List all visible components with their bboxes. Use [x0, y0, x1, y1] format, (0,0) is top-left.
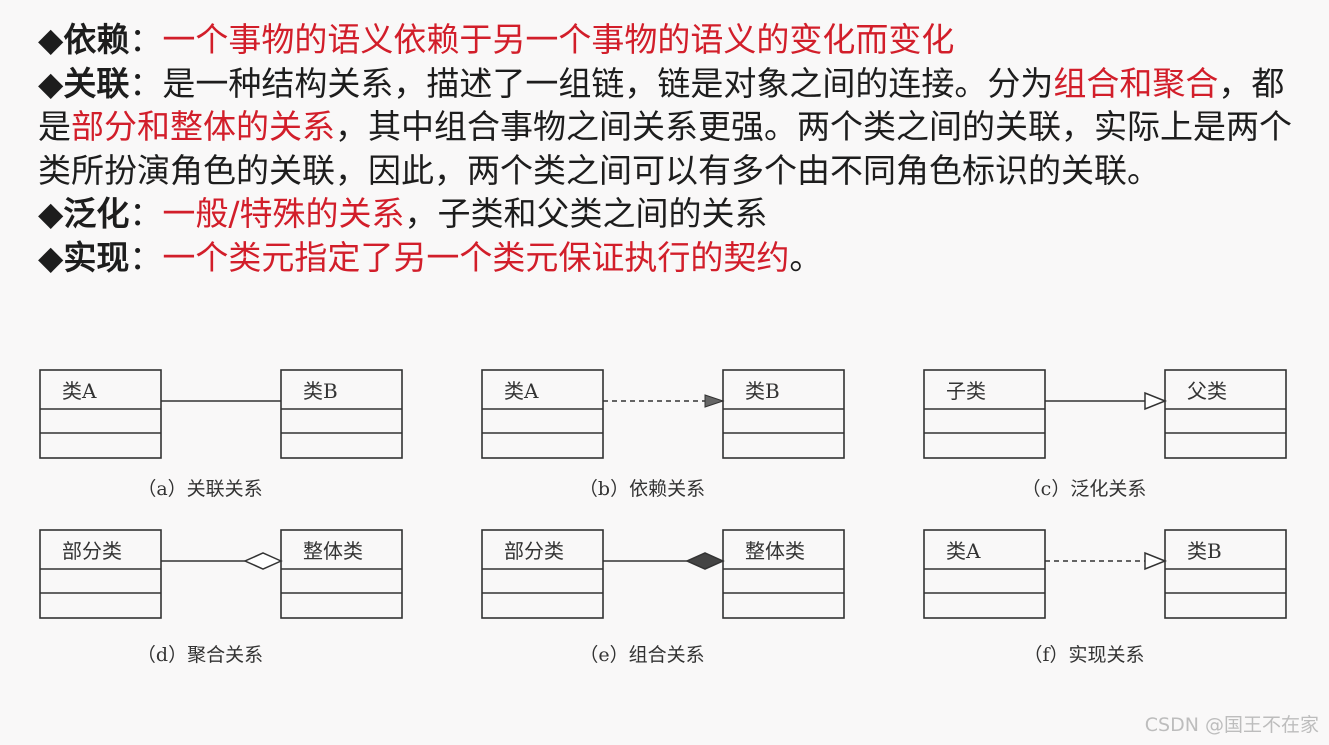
hollow-diamond-icon: [243, 552, 283, 570]
hollow-triangle-icon: [1144, 391, 1168, 411]
class-box-outline: [1164, 369, 1287, 459]
diamond-bullet-icon: ◆: [38, 237, 64, 277]
association-text-1: 是一种结构关系，描述了一组链，链是对象之间的连接。分为: [162, 63, 1054, 103]
class-name-label: 部分类: [504, 539, 564, 563]
class-box-left: 类A: [39, 369, 162, 459]
diagram-caption: （d）聚合关系: [137, 644, 263, 666]
dependency-paragraph: ◆依赖：一个事物的语义依赖于另一个事物的语义的变化而变化: [38, 18, 1298, 62]
generalization-paragraph: ◆泛化：一般/特殊的关系，子类和父类之间的关系: [38, 192, 1298, 236]
association-highlight-1: 组合和聚合: [1053, 63, 1219, 103]
diagram-caption: （f）实现关系: [1023, 644, 1144, 666]
class-name-label: 整体类: [745, 539, 805, 563]
class-name-label: 类B: [745, 379, 780, 403]
class-box-left: 类A: [481, 369, 604, 459]
separator: ：: [129, 20, 163, 59]
class-name-label: 类A: [62, 379, 97, 403]
class-name-label: 类A: [946, 539, 981, 563]
definitions-text: ◆依赖：一个事物的语义依赖于另一个事物的语义的变化而变化 ◆关联：是一种结构关系…: [38, 18, 1298, 279]
class-box-right: 父类: [1164, 369, 1287, 459]
class-box-left: 部分类: [39, 529, 162, 619]
class-box-outline: [923, 529, 1046, 619]
diagram-caption: （c）泛化关系: [1022, 478, 1147, 500]
diagram-dependency: 类A 类B （b）依赖关系: [481, 369, 845, 500]
class-box-outline: [722, 529, 845, 619]
separator: ：: [129, 63, 163, 103]
class-box-outline: [481, 529, 604, 619]
term-generalization: 泛化: [63, 194, 130, 233]
realization-highlight: 一个类元指定了另一个类元保证执行的契约: [162, 237, 790, 277]
diagram-caption: （b）依赖关系: [579, 478, 705, 500]
class-name-label: 部分类: [62, 539, 122, 563]
class-box-outline: [1164, 529, 1287, 619]
diagram-composition: 部分类 整体类 （e）组合关系: [481, 529, 845, 666]
watermark: CSDN @国王不在家: [1144, 714, 1319, 736]
diamond-bullet-icon: ◆: [38, 63, 64, 103]
class-box-right: 类B: [1164, 529, 1287, 619]
diagram-aggregation: 部分类 整体类 （d）聚合关系: [39, 529, 403, 666]
class-box-left: 类A: [923, 529, 1046, 619]
realization-text: 。: [789, 237, 823, 277]
class-name-label: 类A: [504, 379, 539, 403]
diamond-bullet-icon: ◆: [38, 20, 64, 59]
separator: ：: [129, 194, 163, 233]
class-box-right: 整体类: [280, 529, 403, 619]
diagram-generalization: 子类 父类 （c）泛化关系: [923, 369, 1287, 500]
separator: ：: [129, 237, 163, 277]
class-box-right: 类B: [722, 369, 845, 459]
class-box-left: 子类: [923, 369, 1046, 459]
class-box-outline: [481, 369, 604, 459]
association-highlight-2: 部分和整体的关系: [71, 107, 335, 146]
dependency-definition: 一个事物的语义依赖于另一个事物的语义的变化而变化: [162, 20, 955, 59]
class-box-right: 类B: [280, 369, 403, 459]
class-box-left: 部分类: [481, 529, 604, 619]
class-name-label: 类B: [1187, 539, 1222, 563]
generalization-highlight: 一般/特殊的关系: [162, 194, 405, 233]
association-text-2: ，都是: [38, 63, 1285, 147]
filled-diamond-icon: [685, 552, 725, 570]
term-dependency: 依赖: [63, 20, 130, 59]
class-box-outline: [280, 529, 403, 619]
class-box-right: 整体类: [722, 529, 845, 619]
association-text-3: ，其中组合事物之间关系更强。两个类之间的关联，实际上是两个类所扮演角色的关联，因…: [38, 107, 1292, 190]
class-box-outline: [722, 369, 845, 459]
diagram-caption: （a）关联关系: [137, 478, 262, 500]
realization-paragraph: ◆实现：一个类元指定了另一个类元保证执行的契约。: [38, 236, 1298, 280]
class-name-label: 父类: [1187, 379, 1227, 403]
class-box-outline: [280, 369, 403, 459]
hollow-triangle-icon: [1144, 551, 1168, 571]
diagram-caption: （e）组合关系: [579, 644, 704, 666]
class-box-outline: [39, 369, 162, 459]
class-box-outline: [923, 369, 1046, 459]
class-name-label: 子类: [946, 379, 986, 403]
class-name-label: 整体类: [303, 539, 363, 563]
diagram-realization: 类A 类B （f）实现关系: [923, 529, 1287, 666]
generalization-text: ，子类和父类之间的关系: [404, 194, 768, 233]
diagram-association: 类A 类B （a）关联关系: [39, 369, 403, 500]
diamond-bullet-icon: ◆: [38, 194, 64, 233]
term-association: 关联: [63, 63, 130, 103]
open-arrowhead-icon: [704, 394, 725, 408]
class-box-outline: [39, 529, 162, 619]
term-realization: 实现: [63, 237, 130, 277]
association-paragraph: ◆关联：是一种结构关系，描述了一组链，链是对象之间的连接。分为组合和聚合，都是部…: [38, 62, 1298, 193]
class-name-label: 类B: [303, 379, 338, 403]
